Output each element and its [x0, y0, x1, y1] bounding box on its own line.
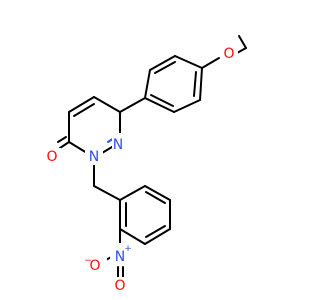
molecule-structure: O N N O N + O − O [43, 35, 247, 295]
pyridazinone-ring [57, 96, 121, 154]
benzyl-bond [93, 163, 121, 201]
methoxy-oxygen-label: O [223, 46, 234, 62]
nitro-nitrogen-label: N [115, 249, 125, 265]
structure-drawing: O N N O N + O − O [43, 35, 247, 295]
aryl-link-bond [119, 97, 146, 113]
methoxyphenyl-ring [144, 55, 203, 113]
methoxy-group [201, 35, 247, 69]
ring-nitrogen-label-lower: N [89, 149, 99, 165]
ring-nitrogen-label-upper: N [113, 137, 123, 153]
carbonyl-oxygen-label: O [46, 149, 57, 165]
nitrophenyl-ring [119, 185, 171, 245]
nitro-oxygen-left-charge: − [84, 256, 92, 266]
atom-labels: O N N O N + O − O [43, 43, 238, 295]
nitro-nitrogen-charge: + [124, 244, 132, 254]
nitro-oxygen-left-label: O [89, 258, 100, 274]
nitro-oxygen-bottom-label: O [114, 278, 125, 294]
